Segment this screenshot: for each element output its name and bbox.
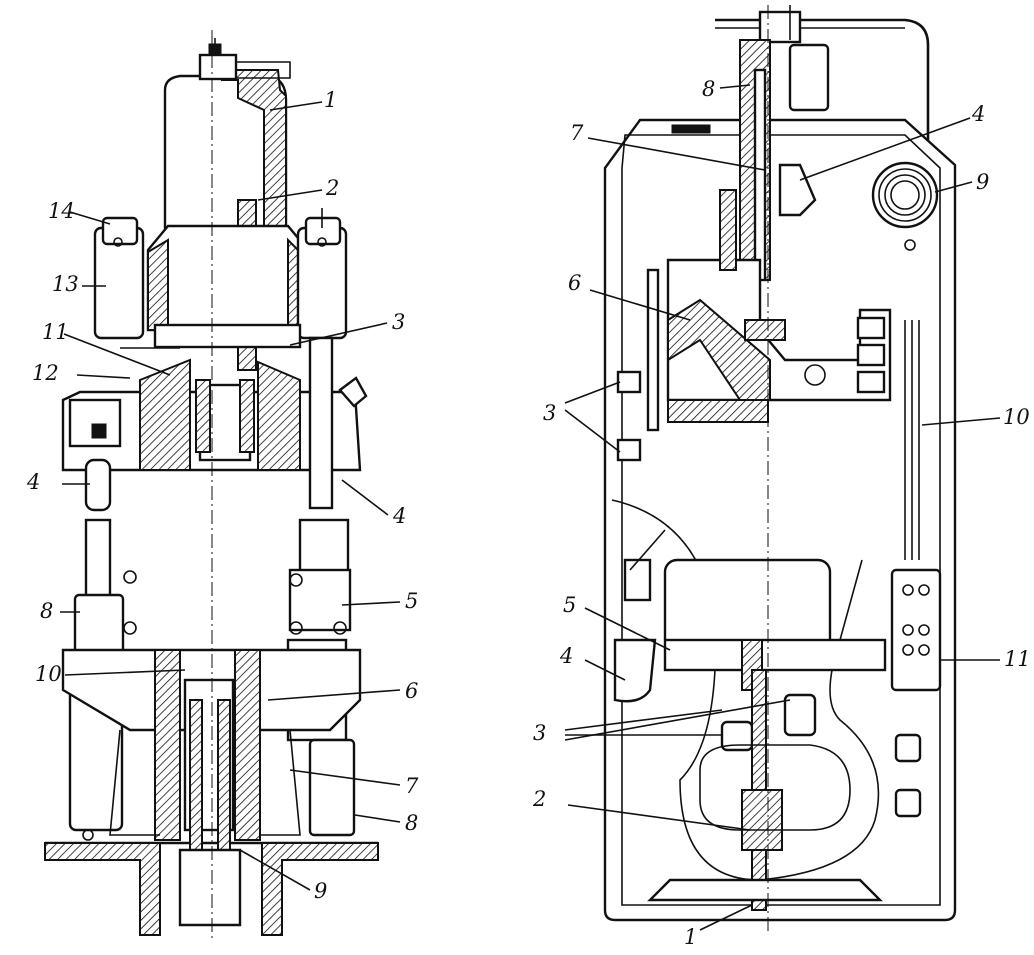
left-label-2: 2 <box>325 176 339 200</box>
left-label-5: 5 <box>405 589 418 613</box>
left-label-13: 13 <box>52 272 79 296</box>
right-label-11: 11 <box>1004 647 1031 671</box>
right-leader-lines <box>564 84 1001 931</box>
right-label-4-lower: 4 <box>559 644 573 668</box>
left-label-14: 14 <box>48 199 75 223</box>
right-top-pipe <box>715 5 930 150</box>
left-label-8-left: 8 <box>40 599 53 623</box>
right-electric-panel <box>890 568 942 818</box>
right-label-8: 8 <box>702 77 715 101</box>
left-label-4-right: 4 <box>392 504 406 528</box>
left-label-12: 12 <box>32 361 59 385</box>
right-side-blocks <box>616 268 666 602</box>
right-label-3-lower: 3 <box>533 721 546 745</box>
right-label-4-upper: 4 <box>971 102 985 126</box>
right-view-drawing: 1 2 3 3 4 4 5 6 7 8 9 10 11 <box>532 5 1031 949</box>
right-label-2: 2 <box>532 787 546 811</box>
left-label-6: 6 <box>405 679 418 703</box>
right-lower-parts <box>613 638 883 911</box>
left-label-3: 3 <box>392 310 405 334</box>
right-disc <box>871 161 939 251</box>
left-label-4-left: 4 <box>26 470 40 494</box>
left-label-1: 1 <box>324 88 337 112</box>
left-label-11: 11 <box>42 320 69 344</box>
right-label-10: 10 <box>1003 405 1030 429</box>
left-labels: 1 2 3 4 4 5 6 7 8 8 9 10 11 12 13 14 <box>26 88 419 903</box>
left-label-8-right: 8 <box>405 811 418 835</box>
right-labels: 1 2 3 3 4 4 5 6 7 8 9 10 11 <box>532 77 1031 949</box>
right-label-9: 9 <box>976 170 989 194</box>
right-label-1: 1 <box>684 925 697 949</box>
left-label-7: 7 <box>405 774 419 798</box>
right-label-6: 6 <box>568 271 581 295</box>
left-leader-lines <box>60 101 401 891</box>
left-label-9: 9 <box>314 879 327 903</box>
left-label-10: 10 <box>35 662 62 686</box>
right-carriage <box>666 189 920 560</box>
right-label-7: 7 <box>570 121 584 145</box>
left-view-drawing: 1 2 3 4 4 5 6 7 8 8 9 10 11 12 13 14 <box>26 30 419 940</box>
left-floor <box>44 841 379 936</box>
right-label-3-upper: 3 <box>543 401 556 425</box>
left-upper-frame <box>61 208 368 510</box>
right-label-5: 5 <box>563 593 576 617</box>
